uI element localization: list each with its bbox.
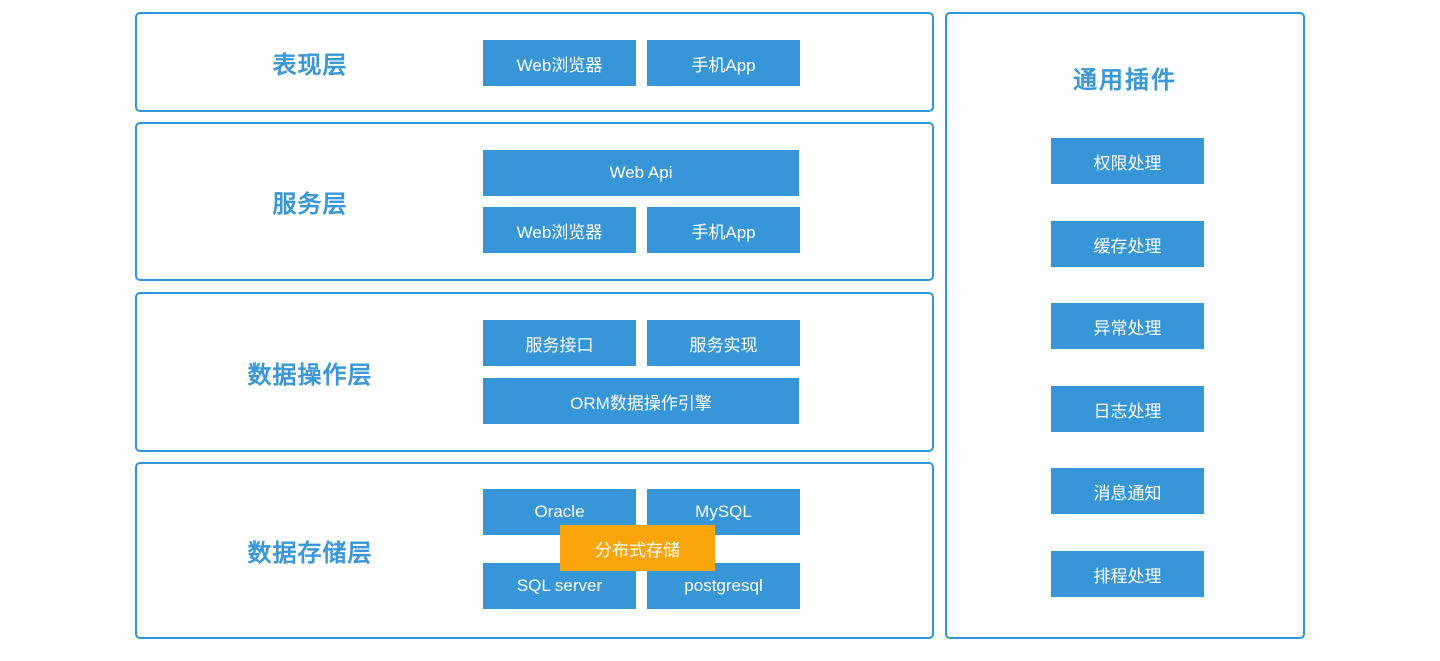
layer-label-data-operation: 数据操作层 [247,361,373,389]
node-service-interface: 服务接口 [483,320,636,366]
node-web-browser: Web浏览器 [483,207,636,253]
node-message-notification: 消息通知 [1051,468,1204,514]
plugins-panel-title: 通用插件 [1073,67,1177,94]
layer-box-data-operation: 数据操作层 服务接口 服务实现 ORM数据操作引擎 [135,292,934,452]
layer-label-presentation: 表现层 [272,51,348,79]
node-schedule-handling: 排程处理 [1051,551,1204,597]
node-web-browser: Web浏览器 [483,40,636,86]
node-service-implementation: 服务实现 [647,320,800,366]
node-exception-handling: 异常处理 [1051,303,1204,349]
node-mobile-app: 手机App [647,40,800,86]
layer-box-data-storage: 数据存储层 Oracle MySQL SQL server postgresql… [135,462,934,639]
layer-label-service: 服务层 [272,191,348,218]
node-log-handling: 日志处理 [1051,386,1204,432]
node-postgresql: postgresql [647,563,800,609]
node-permission-handling: 权限处理 [1051,138,1204,184]
node-cache-handling: 缓存处理 [1051,221,1204,267]
node-web-api: Web Api [483,150,799,196]
node-mobile-app: 手机App [647,207,800,253]
node-distributed-storage: 分布式存储 [560,525,715,571]
node-sql-server: SQL server [483,563,636,609]
plugins-panel: 通用插件 权限处理 缓存处理 异常处理 日志处理 消息通知 排程处理 [945,12,1305,639]
node-oracle: Oracle [483,489,636,535]
layer-box-presentation: 表现层 Web浏览器 手机App [135,12,934,112]
layer-box-service: 服务层 Web Api Web浏览器 手机App [135,122,934,281]
layer-label-data-storage: 数据存储层 [247,540,373,567]
node-orm-engine: ORM数据操作引擎 [483,378,799,424]
